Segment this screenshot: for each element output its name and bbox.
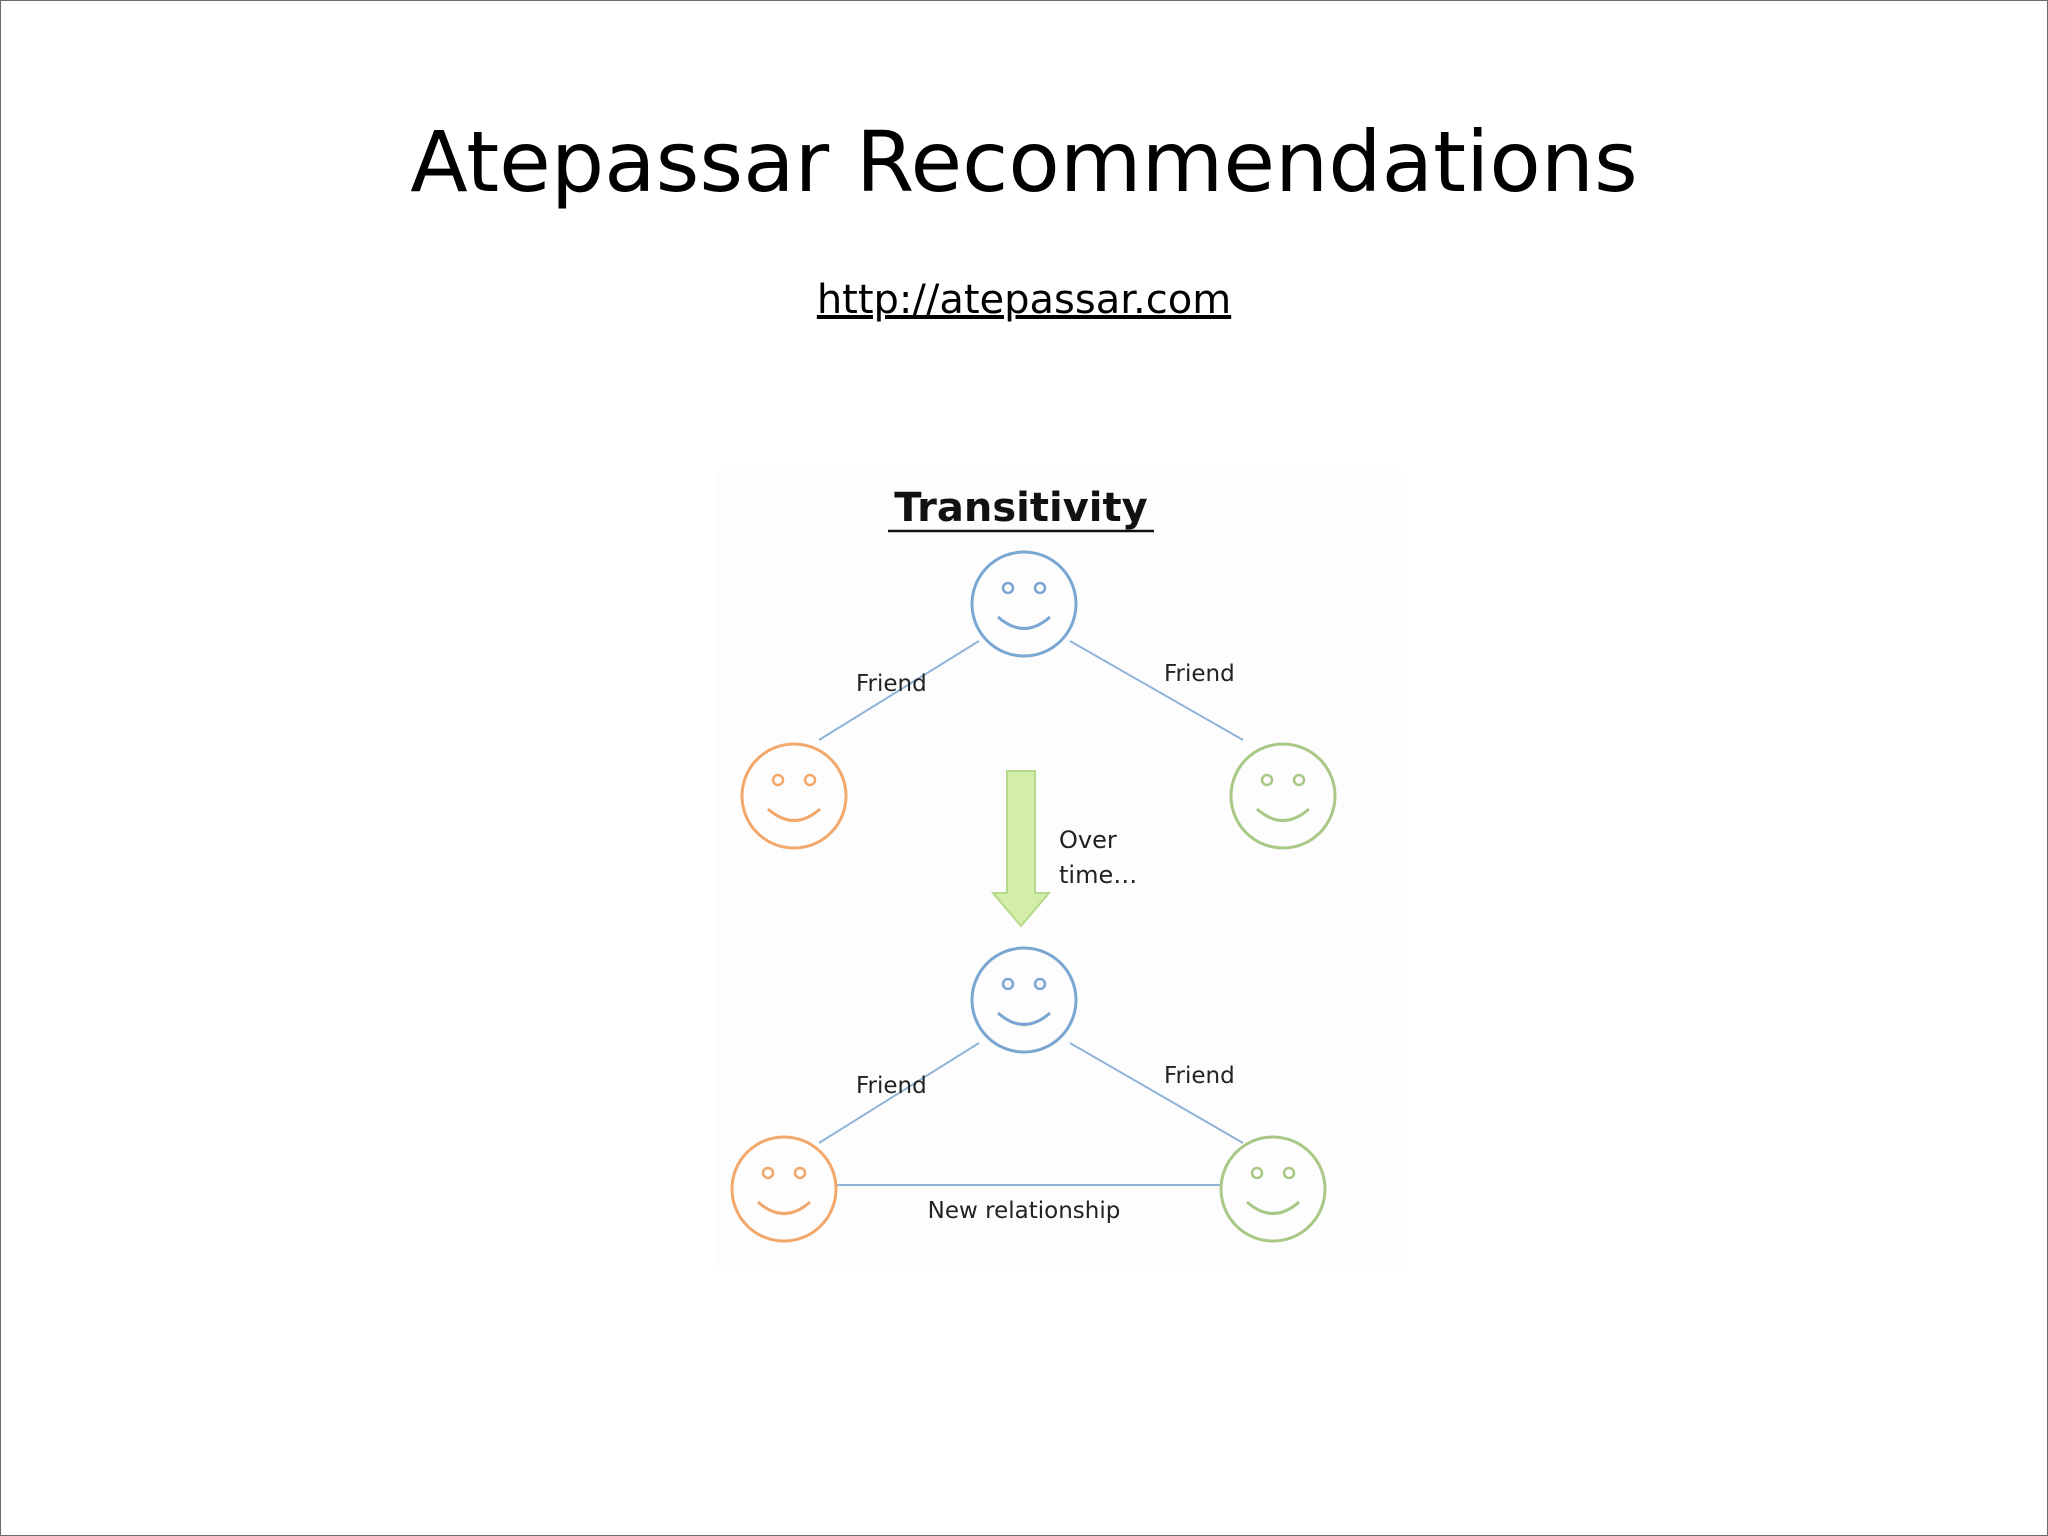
top-center-smiley-icon: [970, 550, 1078, 658]
bottom-right-edge-label: Friend: [1164, 1063, 1235, 1089]
top-right-friend-edge: [1069, 640, 1244, 741]
top-right-edge-label: Friend: [1164, 661, 1235, 687]
bottom-left-edge-label: Friend: [856, 1073, 927, 1099]
bottom-right-smiley-icon: [1219, 1135, 1327, 1243]
slide-title: Atepassar Recommendations: [410, 113, 1638, 211]
bottom-left-smiley-icon: [730, 1135, 838, 1243]
transitivity-diagram: Transitivity Friend Friend: [716, 471, 1406, 1271]
top-left-edge-label: Friend: [856, 671, 927, 697]
top-left-friend-edge: [818, 640, 980, 741]
new-relationship-label: New relationship: [928, 1198, 1121, 1224]
diagram-heading: Transitivity: [894, 485, 1147, 531]
transition-label-line2: time…: [1059, 861, 1137, 889]
down-arrow-icon: [990, 770, 1052, 928]
bottom-center-smiley-icon: [970, 946, 1078, 1054]
top-left-smiley-icon: [740, 742, 848, 850]
top-right-smiley-icon: [1229, 742, 1337, 850]
slide-url-link[interactable]: http://atepassar.com: [816, 277, 1232, 323]
bottom-right-friend-edge: [1069, 1042, 1244, 1144]
transition-label-line1: Over: [1059, 826, 1117, 854]
bottom-left-friend-edge: [818, 1042, 980, 1144]
